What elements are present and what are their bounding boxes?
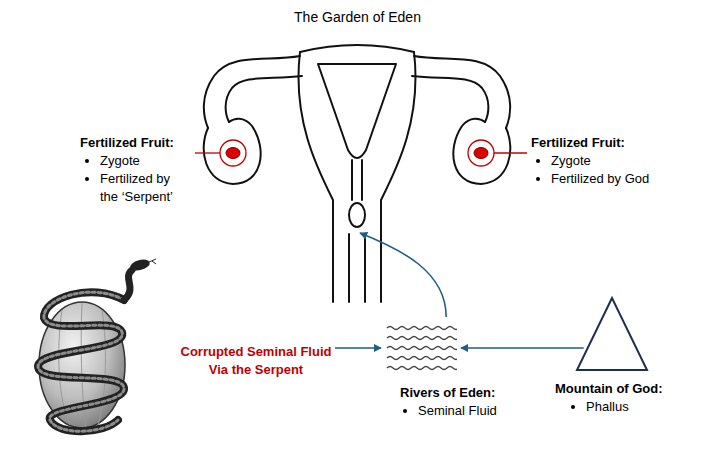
uterine-cavity — [318, 64, 396, 158]
diagram-title: The Garden of Eden — [195, 8, 520, 26]
leader-line — [195, 152, 220, 153]
bullet-item: Fertilized by God — [551, 170, 701, 188]
node-heading: Rivers of Eden: — [400, 384, 512, 402]
wave-line — [387, 337, 457, 340]
rivers-node: Rivers of Eden:Seminal Fluid — [385, 320, 512, 420]
uterus-region: The Garden of Eden — [195, 8, 520, 308]
serpent-coil — [38, 292, 124, 431]
shape-outline — [575, 296, 649, 372]
serpent-egg — [38, 258, 156, 432]
triangle-shape — [575, 296, 649, 372]
zygote-dot — [474, 148, 488, 159]
bullet-item: Seminal Fluid — [418, 402, 512, 420]
fruit-ring — [220, 140, 246, 166]
tube-left-outer — [204, 56, 300, 128]
tube-right-outer — [414, 56, 510, 128]
node-heading: Fertilized Fruit: — [531, 134, 709, 152]
fruit-label: Fertilized Fruit:ZygoteFertilized by the… — [80, 134, 194, 206]
uterus-top — [300, 45, 414, 52]
annotation-text: Corrupted Seminal Fluid Via the Serpent — [180, 343, 332, 379]
flow-arrow — [360, 233, 446, 317]
bullet-item: Zygote — [100, 152, 184, 170]
bullet-item: Phallus — [586, 398, 707, 416]
mountain-node: Mountain of God:Phallus — [555, 296, 707, 416]
wave-line — [387, 367, 457, 370]
bullet-list: ZygoteFertilized by God — [531, 152, 709, 188]
serpent-head — [129, 258, 151, 273]
shape-outline — [385, 320, 457, 376]
vaginal-canal — [349, 234, 365, 302]
flow-arrow — [335, 347, 381, 349]
fruit-ring — [468, 140, 494, 166]
wave-line — [387, 347, 457, 350]
wave-line — [387, 357, 457, 360]
triangle-outline — [577, 298, 647, 370]
cervical-canal — [352, 160, 362, 200]
zygote-dot — [226, 148, 240, 159]
uterus-outline — [204, 45, 511, 302]
node-heading: Fertilized Fruit: — [80, 134, 194, 152]
serpent-scales — [38, 292, 124, 431]
bullet-list: Phallus — [555, 398, 707, 416]
bullet-item: Fertilized by the ‘Serpent’ — [100, 170, 184, 206]
fruit-label: Fertilized Fruit:ZygoteFertilized by God — [531, 134, 709, 188]
tube-left-inner — [226, 76, 302, 122]
wave-shape — [385, 320, 457, 376]
bullet-item: Zygote — [551, 152, 701, 170]
ovary-right-bulb — [453, 119, 510, 184]
serpent-neck — [124, 270, 132, 300]
bullet-list: ZygoteFertilized by the ‘Serpent’ — [80, 152, 194, 206]
tube-right-inner — [412, 76, 488, 122]
ovary-left-bulb — [204, 119, 261, 184]
node-heading: Mountain of God: — [555, 380, 707, 398]
bullet-list: Seminal Fluid — [385, 402, 512, 420]
serpent-tongue — [149, 259, 156, 264]
serpent-fluid-label: Corrupted Seminal Fluid Via the Serpent — [180, 343, 332, 379]
cervix — [349, 203, 365, 227]
leader-line — [494, 152, 527, 153]
wave-line — [387, 327, 457, 330]
flow-arrow — [461, 347, 584, 349]
